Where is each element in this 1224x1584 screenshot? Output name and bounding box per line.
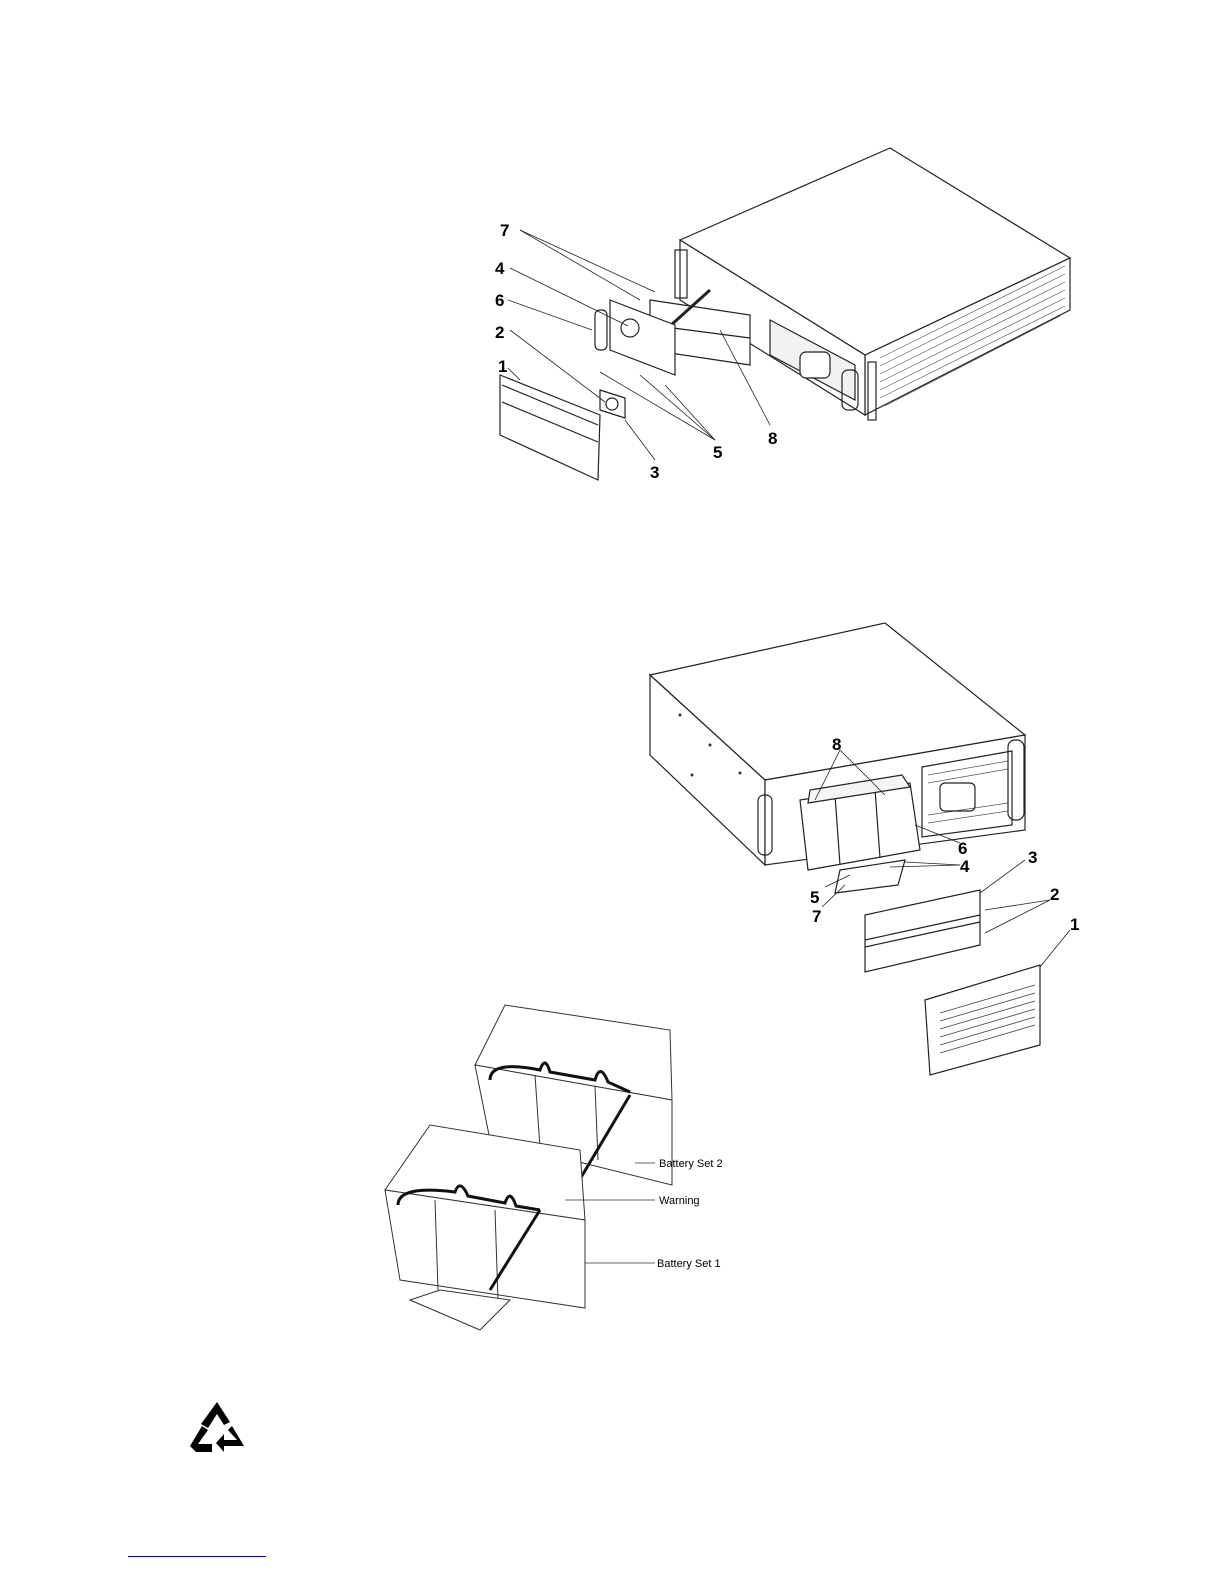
footer-link[interactable] xyxy=(128,1556,266,1557)
callout-6: 6 xyxy=(958,839,967,858)
callout-2: 2 xyxy=(495,323,504,342)
callout-5: 5 xyxy=(810,888,819,907)
callout-7: 7 xyxy=(500,221,509,240)
callout-4: 4 xyxy=(495,259,505,278)
battery-sets-diagram: Battery Set 2 Warning Battery Set 1 xyxy=(380,1000,740,1335)
callout-2: 2 xyxy=(1050,885,1059,904)
callout-5: 5 xyxy=(713,443,722,462)
callout-3: 3 xyxy=(650,463,659,482)
callout-3: 3 xyxy=(1028,848,1037,867)
callout-7: 7 xyxy=(812,907,821,926)
callout-1: 1 xyxy=(498,357,507,376)
callout-1: 1 xyxy=(1070,915,1079,934)
callout-8: 8 xyxy=(832,735,841,754)
callout-8: 8 xyxy=(768,429,777,448)
recycle-icon xyxy=(186,1400,248,1456)
callout-6: 6 xyxy=(495,291,504,310)
callout-4: 4 xyxy=(960,857,970,876)
ups-2u-exploded-diagram: 7 4 6 2 1 8 5 3 xyxy=(480,140,1100,490)
battery-set-2-label: Battery Set 2 xyxy=(659,1158,723,1170)
warning-label: Warning xyxy=(659,1195,700,1207)
battery-set-1-label: Battery Set 1 xyxy=(657,1258,721,1270)
